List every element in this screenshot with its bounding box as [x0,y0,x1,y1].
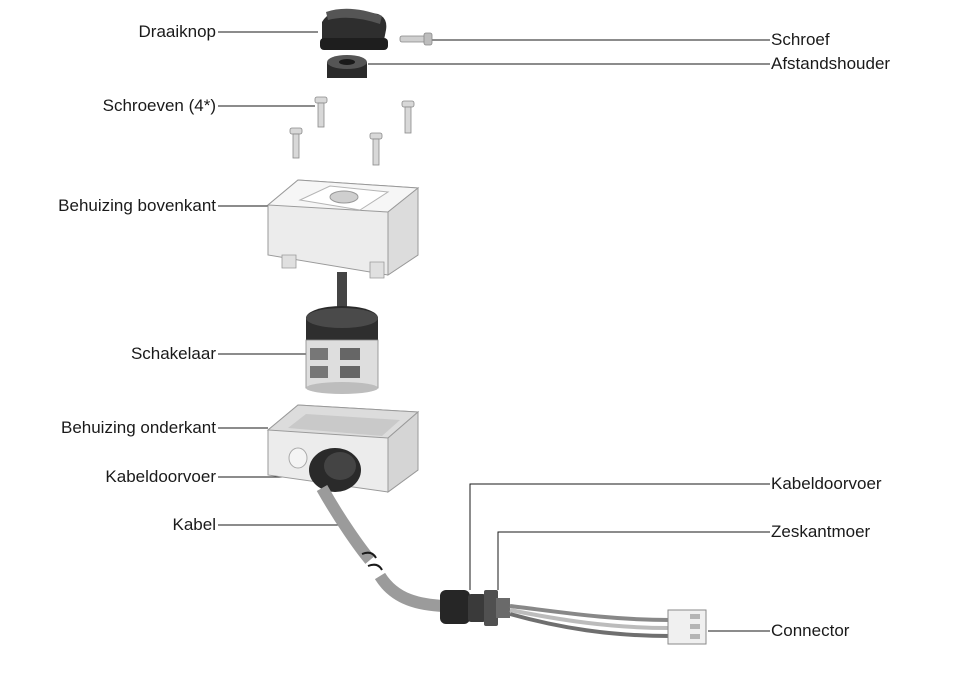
leader-lines [218,31,770,632]
connector-part [667,609,707,645]
knob-part [320,8,388,50]
label-connector: Connector [771,621,850,640]
screws-part [289,96,415,166]
housing-top-part [266,179,420,279]
label-zeskantmoer: Zeskantmoer [771,522,871,541]
label-kabeldoorvoer-right: Kabeldoorvoer [771,474,882,493]
leader-zeskantmoer [497,531,770,590]
label-schroef: Schroef [771,30,830,49]
label-draaiknop: Draaiknop [138,22,217,41]
cable-gland-left-part [309,448,361,492]
screw-part [399,32,433,46]
label-schakelaar: Schakelaar [130,344,216,363]
housing-bottom-part [266,404,420,493]
cable-part [316,485,671,638]
label-kabeldoorvoer-left: Kabeldoorvoer [105,467,216,486]
leader-kabeldoorvoer-right [469,483,770,590]
label-schroeven: Schroeven (4*) [102,96,216,115]
label-behuizing-bovenkant: Behuizing bovenkant [58,196,216,215]
label-kabel: Kabel [172,515,216,534]
switch-part [305,272,379,394]
label-afstandshouder: Afstandshouder [771,54,891,73]
label-behuizing-onderkant: Behuizing onderkant [60,418,216,437]
spacer-part [327,55,367,78]
